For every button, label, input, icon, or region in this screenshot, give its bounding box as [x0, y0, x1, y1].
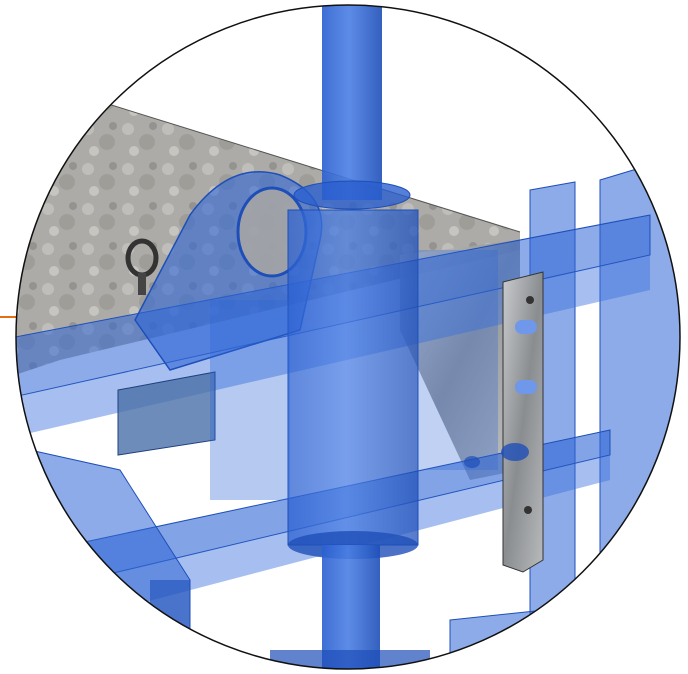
lower-rod	[322, 545, 380, 669]
steel-latch-bar	[502, 271, 544, 573]
upper-rod	[322, 5, 382, 200]
cylinder-sleeve	[287, 209, 419, 546]
nameplate-icon	[117, 371, 216, 456]
eye-bolt-icon	[125, 238, 159, 295]
detail-circle-outline	[15, 4, 681, 670]
